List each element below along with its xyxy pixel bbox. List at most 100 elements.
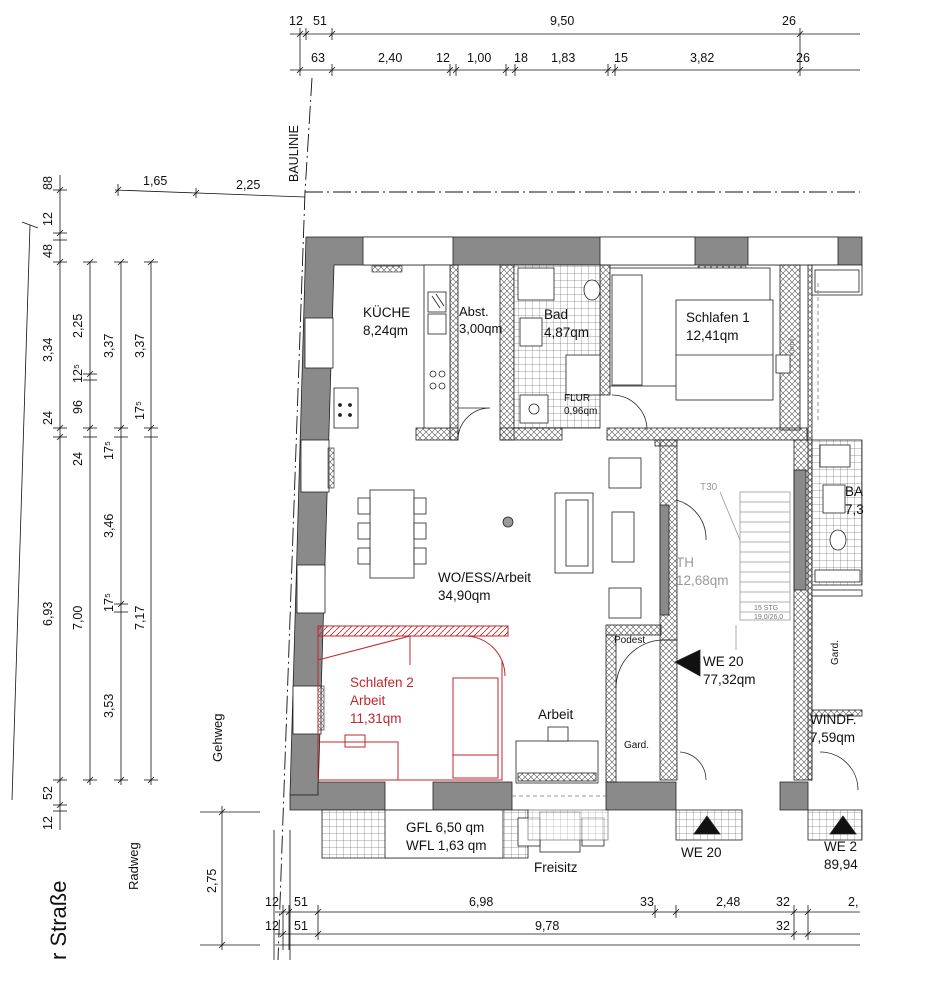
dim-63: 63: [311, 51, 325, 65]
gard-label-1: Gard.: [624, 740, 649, 751]
radweg-label: Radweg: [126, 842, 141, 890]
dim-b-2x: 2,: [848, 895, 858, 909]
room-bad-name: Bad: [544, 307, 568, 322]
schlafen2-outline: [317, 625, 509, 781]
dim-m-96: 96: [71, 400, 85, 414]
we2x-entry-label: WE 2: [824, 839, 857, 854]
room-bad-area: 4,87qm: [544, 325, 589, 340]
staircase: [719, 491, 791, 650]
room-ba-name: BA: [845, 484, 863, 499]
top-dimension-lines: [114, 28, 860, 198]
left-dimension-lines: [11, 175, 158, 830]
living-furniture: [357, 457, 642, 784]
we20-entry-label: WE 20: [681, 845, 722, 860]
freisitz-terrace: [321, 649, 863, 859]
th-area: 12,68qm: [676, 573, 729, 588]
street-name: r Straße: [46, 881, 71, 960]
room-wohnen-name: WO/ESS/Arbeit: [438, 570, 531, 585]
dim-m-24: 24: [71, 452, 85, 466]
dim-l-334: 3,34: [41, 338, 55, 362]
dim-183: 1,83: [551, 51, 575, 65]
stair-note2: 19,0/26,0: [754, 614, 783, 621]
dim-m-225: 2,25: [71, 314, 85, 338]
room-abst-area: 3,00qm: [459, 321, 502, 336]
baulinie-line: [277, 77, 860, 961]
dim-i1-353: 3,53: [102, 694, 116, 718]
door-swings: [457, 394, 859, 791]
dim-15: 15: [614, 51, 628, 65]
dim-m-125: 12⁵: [71, 364, 85, 383]
room-windf-name: WINDF.: [810, 712, 857, 727]
dim-b-51: 51: [294, 895, 308, 909]
dim-i1-175: 17⁵: [102, 441, 116, 460]
wfl-label: WFL 1,63 qm: [406, 838, 487, 853]
th-label: TH: [676, 555, 694, 570]
room-schlafen2-sub: Arbeit: [350, 693, 386, 708]
exterior-walls: [289, 236, 863, 811]
gfl-label: GFL 6,50 qm: [406, 820, 484, 835]
freisitz-label: Freisitz: [534, 860, 578, 875]
freisitz-depth-dim: [200, 806, 260, 950]
dim-b2-32: 32: [776, 919, 790, 933]
dim-165: 1,65: [143, 174, 167, 188]
neighbor-bath: [811, 264, 863, 586]
dim-b2-51: 51: [294, 919, 308, 933]
unit-we20-name: WE 20: [703, 654, 744, 669]
dim-i1-337: 3,37: [102, 334, 116, 358]
dim-100: 1,00: [467, 51, 491, 65]
we2x-area-label: 89,94: [824, 857, 858, 872]
dim-b2-978: 9,78: [535, 919, 559, 933]
dim-b-248: 2,48: [716, 895, 740, 909]
dim-i2-717: 7,17: [133, 606, 147, 630]
dim-225: 2,25: [236, 178, 260, 192]
gehweg-label: Gehweg: [210, 714, 225, 762]
room-abst-name: Abst.: [459, 304, 489, 319]
dim-l-24: 24: [41, 411, 55, 425]
t30-label: T30: [700, 482, 718, 493]
dim-top-950: 9,50: [550, 14, 574, 28]
room-schlafen2-name: Schlafen 2: [350, 675, 414, 690]
room-windf-area: 7,59qm: [810, 730, 855, 745]
room-ba-area: 7,3: [845, 502, 864, 517]
room-schlafen1-area: 12,41qm: [686, 328, 739, 343]
dim-382: 3,82: [690, 51, 714, 65]
dim-i2-175: 17⁵: [133, 401, 147, 420]
dim-top-12: 12: [289, 14, 303, 28]
podest-label: Podest: [614, 635, 645, 646]
dim-l-48: 48: [41, 244, 55, 258]
bottom-dimension-lines: [273, 830, 860, 960]
room-kueche-area: 8,24qm: [363, 323, 408, 338]
kamin-label: Kamin: [789, 336, 796, 356]
dim-l-88: 88: [41, 176, 55, 190]
unit-we20-area: 77,32qm: [703, 672, 756, 687]
dim-l-693: 6,93: [41, 602, 55, 626]
dim-b-12: 12: [265, 895, 279, 909]
dim-b-32: 32: [776, 895, 790, 909]
dim-i2-337: 3,37: [133, 334, 147, 358]
room-schlafen1-name: Schlafen 1: [686, 310, 750, 325]
dim-top-51: 51: [313, 14, 327, 28]
dim-275: 2,75: [205, 869, 219, 893]
bathroom-fixtures: [513, 264, 791, 429]
room-flur-area: 0,96qm: [564, 406, 597, 417]
dim-top-26: 26: [782, 14, 796, 28]
interior-walls: [415, 264, 863, 783]
dim-26b: 26: [796, 51, 810, 65]
dim-b2-12: 12: [265, 919, 279, 933]
dim-b-33: 33: [640, 895, 654, 909]
dim-12b: 12: [436, 51, 450, 65]
room-wohnen-area: 34,90qm: [438, 588, 491, 603]
dim-18: 18: [514, 51, 528, 65]
dim-i1-346: 3,46: [102, 514, 116, 538]
dim-240: 2,40: [378, 51, 402, 65]
baulinie-label: BAULINIE: [287, 125, 301, 182]
stair-note1: 15 STG: [754, 605, 778, 612]
dim-l-12b: 12: [41, 816, 55, 830]
dim-l-12: 12: [41, 212, 55, 226]
dim-b-698: 6,98: [469, 895, 493, 909]
arbeit-label: Arbeit: [538, 707, 574, 722]
room-flur-name: FLUR: [564, 393, 590, 404]
dim-m-700: 7,00: [71, 606, 85, 630]
room-schlafen2-area: 11,31qm: [350, 711, 402, 726]
